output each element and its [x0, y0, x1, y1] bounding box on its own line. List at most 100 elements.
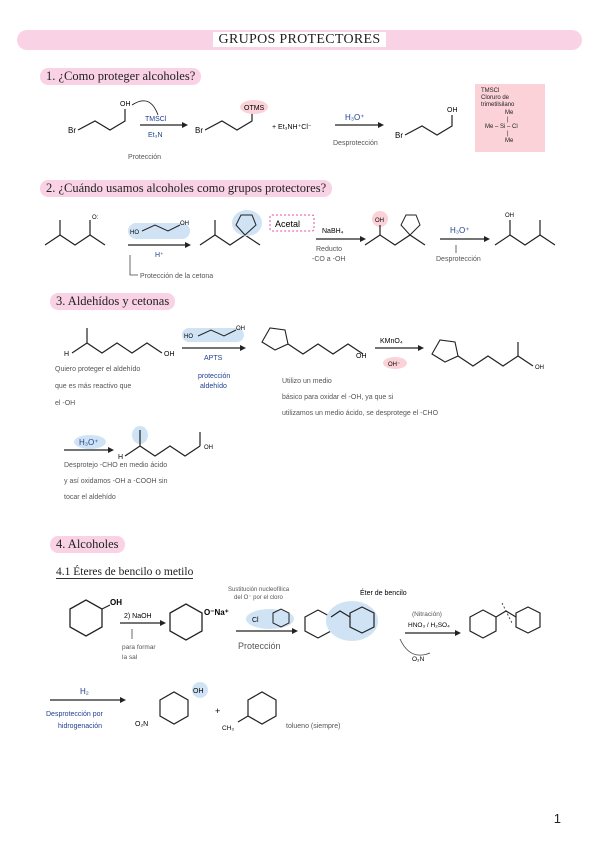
nitrophenol-ring	[159, 691, 189, 725]
br-label-3: Br	[395, 131, 403, 140]
aldehyde-protect-label: aldehído	[200, 383, 227, 390]
acetal-label: Acetal	[275, 219, 300, 229]
aldehyde-h-label-2: H	[118, 454, 123, 461]
o2n-label-2: O₂N	[135, 721, 148, 728]
acetal-box	[269, 214, 315, 232]
section-2-heading: 2. ¿Cuándo usamos alcoholes como grupos …	[40, 180, 333, 197]
aldehyde-h-label: H	[64, 351, 69, 358]
acid-label-3: H₃O⁺	[79, 438, 98, 447]
phenoxide-label: O⁻Na⁺	[204, 608, 229, 617]
reaction-arrow-7	[418, 345, 424, 351]
diketone	[44, 234, 106, 246]
note-aldehyde-3: el -OH	[55, 400, 76, 407]
ether-ring-2	[349, 606, 375, 634]
note-deprot-3: tocar el aldehído	[64, 494, 116, 501]
oh-label-4: OH	[375, 218, 384, 224]
reaction-arrow-4	[360, 236, 366, 242]
reduction-label: Reducto	[316, 246, 342, 253]
oh-highlight-2	[372, 211, 388, 227]
apts-label: APTS	[204, 355, 223, 362]
carbonyl-o-label: O:	[92, 215, 99, 221]
nitration-label: (Nitración)	[412, 611, 442, 618]
section-2-scheme: O: HO OH H⁺ Protección de la cetona Acet…	[44, 210, 556, 280]
diol-highlight	[128, 223, 190, 239]
oh-highlight-3	[192, 682, 208, 698]
section-41-scheme: OH 2) NaOH para formar la sal O⁻Na⁺ Sust…	[69, 587, 541, 663]
page-number: 1	[553, 811, 561, 826]
byproduct-label: + Et₃NH⁺Cl⁻	[272, 124, 312, 131]
benzyl-chloride-highlight	[246, 609, 294, 629]
reagent-et3n: Et₃N	[148, 132, 163, 139]
br-label-2: Br	[195, 126, 203, 135]
acid-highlight-3	[74, 435, 106, 449]
note-sn-2: del O⁻ por el cloro	[234, 595, 284, 601]
oh-label-2: OH	[447, 107, 458, 114]
section-4-heading: 4. Alcoholes	[50, 536, 125, 553]
protection-label-1: Protección	[128, 154, 161, 161]
section-3-scheme-b: H₃O⁺ H OH	[64, 426, 213, 461]
nitrophenol-oh-label: OH	[193, 688, 204, 695]
phenol-oh-label: OH	[110, 598, 122, 607]
nabh4-label: NaBH₄	[322, 228, 344, 235]
note-medium-3: utilizamos un medio ácido, se desprotege…	[282, 410, 439, 417]
phenoxide-ring	[169, 603, 203, 641]
section-3-heading: 3. Aldehídos y cetonas	[50, 293, 176, 310]
reactant-chain	[77, 109, 126, 131]
reagent-tmscl: TMSCl	[145, 116, 167, 123]
product-chain-1	[204, 111, 253, 131]
hydrogenation-note-2: hidrogenación	[58, 723, 102, 730]
br-label-1: Br	[68, 126, 76, 135]
deprot-label-2: Desprotección	[436, 256, 481, 263]
acid-label-2: H₃O⁺	[450, 226, 469, 235]
nitro-ring-1	[469, 609, 497, 639]
nitro-ring-2	[515, 606, 541, 634]
toluene-ring	[247, 691, 277, 725]
phenol-ring	[69, 599, 103, 637]
note-aldehyde-2: que es más reactivo que	[55, 383, 132, 390]
naoh-label: 2) NaOH	[124, 613, 152, 620]
reaction-arrow-2	[378, 122, 384, 128]
protection-label-4: Protección	[238, 641, 281, 651]
hydrogenation-scheme: H₂ Desprotección por hidrogenación OH O₂…	[46, 682, 340, 732]
acid-oh-label-2: OH	[204, 445, 213, 451]
oh-label-8: OH	[356, 353, 367, 360]
curved-arrow-1	[131, 100, 159, 116]
reaction-arrow-1	[182, 122, 188, 128]
hno3-label: HNO₃ / H₂SO₄	[408, 622, 450, 629]
hplus-label: H⁺	[155, 252, 164, 259]
ohminus-label: OH⁻	[388, 362, 400, 368]
h2-label: H₂	[80, 687, 89, 696]
benzyl-highlight	[326, 601, 378, 641]
deprot-label-1: Desprotección	[333, 140, 378, 147]
section-41-heading: 4.1 Éteres de bencilo o metilo	[56, 566, 194, 579]
note-medium-1: Utilizo un medio	[282, 378, 332, 385]
note-aldehyde-1: Quiero proteger el aldehído	[55, 366, 141, 373]
oh-label-5: OH	[505, 213, 514, 219]
page-title: GRUPOS PROTECTORES	[0, 30, 599, 50]
product-chain-2	[404, 115, 453, 136]
otms-highlight	[240, 100, 268, 114]
acid-label-1: H₃O⁺	[345, 113, 364, 122]
hydrogenation-note-1: Desprotección por	[46, 711, 103, 718]
oh-label-6: OH	[164, 351, 175, 358]
reaction-arrow-12	[120, 697, 126, 703]
protection-ketone-label: Protección de la cetona	[140, 273, 213, 280]
section-1-scheme: Br OH TMSCl Et₃N OTMS Br + Et₃NH⁺Cl⁻ H₃O…	[68, 100, 458, 161]
reaction-arrow-10	[292, 628, 298, 634]
reduction-sub-label: -CO a -OH	[312, 256, 345, 263]
reaction-arrow-5	[484, 236, 490, 242]
ohminus-highlight	[383, 357, 407, 369]
diol-highlight-2	[182, 328, 244, 342]
acid-oh-label: OH	[535, 365, 544, 371]
note-medium-2: básico para oxidar el -OH, ya que si	[282, 394, 394, 401]
tmscl-note: TMSCl Cloruro de trimetilsilano Me | Me …	[475, 84, 545, 152]
reaction-arrow-11	[455, 630, 461, 636]
note-deprot-2: y así oxidamos -OH a -COOH sin	[64, 478, 168, 485]
oh-label-3: OH	[180, 221, 189, 227]
ho-label-2: HO	[130, 230, 139, 236]
plus-sign: +	[215, 706, 220, 716]
oh-label-7: OH	[236, 326, 245, 332]
reaction-arrow-3	[185, 242, 191, 248]
note-deprot-1: Desprotejo -CHO en medio ácido	[64, 462, 168, 469]
toluene-note: tolueno (siempre)	[286, 723, 340, 730]
